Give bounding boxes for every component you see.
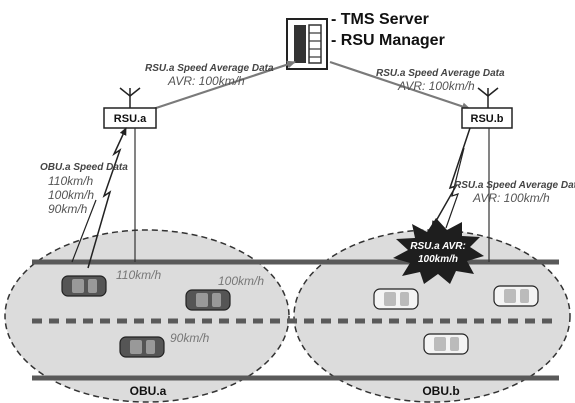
rsu-b-broadcast-zigzag-2	[445, 147, 465, 229]
server-line-tms: - TMS Server	[331, 11, 429, 28]
car-obu-a-3-speed: 90km/h	[170, 331, 210, 345]
obu-a-speed-3: 90km/h	[48, 202, 88, 216]
uplink-arrow	[152, 60, 296, 111]
burst-line-1: RSU.a AVR:	[410, 241, 466, 252]
obu-a-speed-1: 110km/h	[48, 174, 93, 188]
burst-line-2: 100km/h	[418, 254, 458, 265]
broadcast-title: RSU.a Speed Average Data	[454, 180, 575, 191]
car-obu-a-1-speed: 110km/h	[116, 268, 161, 282]
obu-a-signal-zigzag-2	[71, 199, 97, 263]
rsu-a-label: RSU.a	[114, 113, 147, 125]
obu-a-zone	[4, 229, 290, 403]
broadcast-avr: AVR: 100km/h	[472, 191, 550, 205]
alert-burst-icon	[393, 218, 484, 284]
uplink-title: RSU.a Speed Average Data	[145, 63, 274, 74]
obu-a-speed-2: 100km/h	[48, 188, 94, 202]
obu-a-data-title: OBU.a Speed Data	[40, 162, 128, 173]
rsu-b-broadcast-zigzag-1	[431, 127, 471, 229]
downlink-title: RSU.a Speed Average Data	[376, 68, 505, 79]
rsu-b-box	[461, 107, 513, 129]
downlink-arrow	[329, 60, 471, 111]
car-obu-a-1	[61, 275, 107, 297]
downlink-avr: AVR: 100km/h	[397, 79, 475, 93]
obu-b-zone-label: OBU.b	[422, 384, 459, 398]
uplink-avr: AVR: 100km/h	[167, 74, 245, 88]
obu-a-signal-zigzag	[87, 127, 127, 269]
rsu-b-antenna-icon	[477, 87, 499, 108]
car-obu-a-2	[185, 289, 231, 311]
server-line-rsu-manager: - RSU Manager	[331, 32, 445, 49]
car-obu-b-1	[373, 288, 419, 310]
obu-a-zone-label: OBU.a	[130, 384, 167, 398]
car-obu-b-2	[493, 285, 539, 307]
car-obu-a-2-speed: 100km/h	[218, 274, 264, 288]
car-obu-b-3	[423, 333, 469, 355]
rsu-a-antenna-icon	[119, 87, 141, 108]
rsu-a-box	[103, 107, 157, 129]
rsu-b-label: RSU.b	[471, 113, 504, 125]
car-obu-a-3	[119, 336, 165, 358]
server-rack-icon	[286, 18, 328, 70]
